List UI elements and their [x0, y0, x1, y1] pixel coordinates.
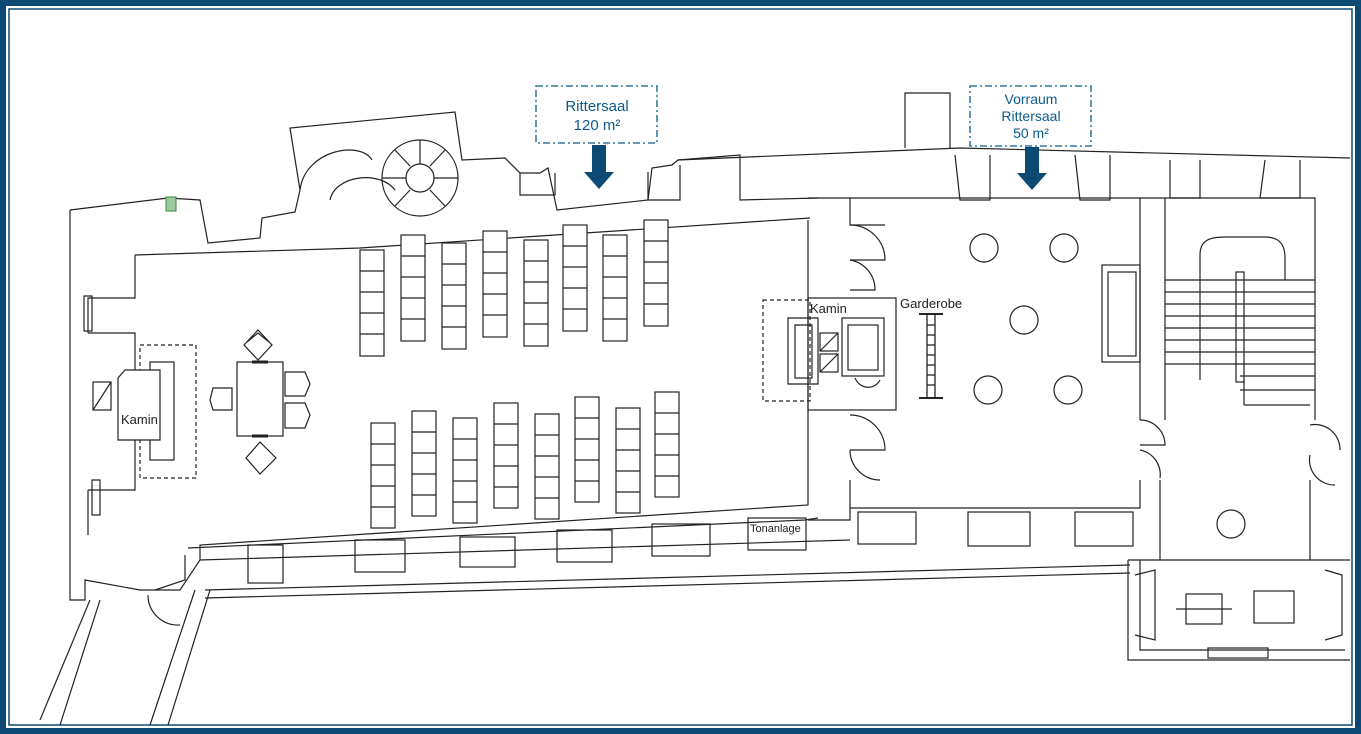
seat-row [370, 422, 396, 529]
callout-rittersaal-line1: Rittersaal [565, 98, 628, 115]
fireplace-left [92, 344, 197, 479]
callout-vorraum-line1: Vorraum [1005, 91, 1058, 107]
seat-row [523, 239, 549, 347]
seat-row [643, 219, 669, 327]
garderobe-rack [919, 313, 943, 399]
doors [147, 224, 1341, 626]
pillars [969, 233, 1246, 539]
callout-vorraum-line2: Rittersaal [1001, 108, 1060, 124]
lower-right-furniture [1134, 569, 1343, 659]
seating-upper [359, 219, 669, 357]
chair-icon [284, 371, 311, 397]
seat-row [452, 417, 478, 524]
down-arrow-icon [584, 145, 614, 189]
seat-row [602, 234, 628, 342]
chair-icon [245, 441, 277, 475]
seat-row [574, 396, 600, 503]
seating-lower [370, 391, 680, 529]
seat-row [534, 413, 560, 520]
chair-icon [284, 402, 311, 429]
seat-row [411, 410, 437, 517]
meeting-table [209, 329, 311, 475]
callout-rittersaal: Rittersaal 120 m² [535, 85, 658, 144]
seat-row [654, 391, 680, 498]
callout-vorraum-line3: 50 m² [1013, 125, 1049, 141]
inner-frame [8, 8, 1353, 726]
seat-row [562, 224, 588, 332]
seat-row [441, 242, 467, 350]
kamin-left-label: Kamin [121, 412, 158, 427]
seat-row [615, 407, 641, 514]
tonanlage-label: Tonanlage [750, 523, 801, 535]
seat-row [482, 230, 508, 338]
callout-vorraum: Vorraum Rittersaal 50 m² [969, 85, 1092, 147]
emergency-marker-icon [165, 196, 177, 212]
down-arrow-icon [1017, 147, 1047, 190]
chair-icon [243, 329, 273, 361]
callout-rittersaal-line2: 120 m² [574, 117, 621, 134]
garderobe-label: Garderobe [900, 296, 962, 311]
seat-row [359, 249, 385, 357]
seat-row [400, 234, 426, 342]
chair-icon [209, 387, 233, 411]
kamin-mid-label: Kamin [810, 301, 847, 316]
fireplace-mid [762, 297, 897, 411]
seat-row [493, 402, 519, 509]
